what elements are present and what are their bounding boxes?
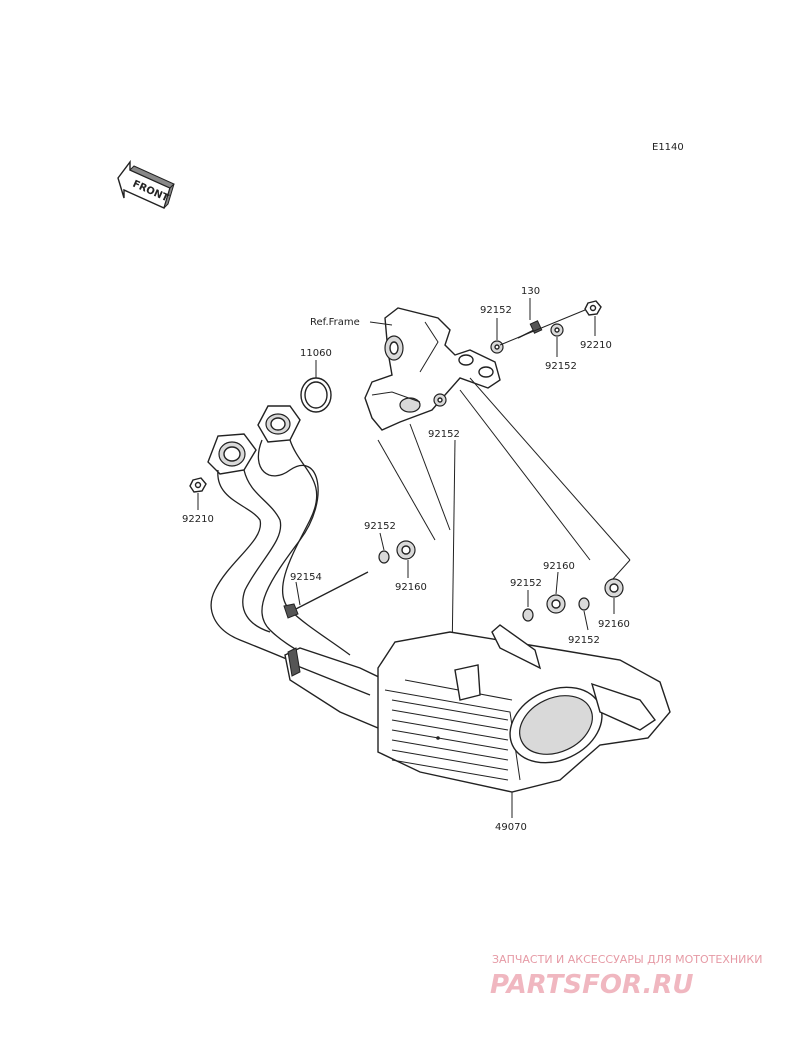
mid-pipe [284,647,386,729]
collar-mid [378,550,390,564]
label-92152-f: 92152 [568,635,600,646]
bolt-axis [499,309,586,346]
frame-bracket [364,307,501,431]
muffler-grille [391,699,509,781]
front-arrow-icon: FRONT [117,159,175,209]
nut-header [189,477,207,493]
label-92152-a: 92152 [480,305,512,316]
collar-low-left [522,608,534,622]
label-92210-b: 92210 [182,514,214,525]
leader-92154 [295,581,301,606]
ref-frame-leader [369,321,393,326]
assembly-guide-lines [377,377,631,661]
label-92152-c: 92152 [428,429,460,440]
collar-top-right [550,323,564,337]
bolt-long [283,571,369,619]
bushing-low-right [604,578,624,598]
label-130: 130 [521,286,540,297]
label-92152-e: 92152 [510,578,542,589]
label-92160-c: 92160 [598,619,630,630]
collar-top-left [490,340,504,354]
header-flange-upper [257,405,301,443]
leader-92160-b [555,571,559,595]
watermark-tagline: ЗАПЧАСТИ И АКСЕССУАРЫ ДЛЯ МОТОТЕХНИКИ [492,953,762,966]
label-92160-b: 92160 [543,561,575,572]
muffler-49070 [377,624,671,793]
nut-top [584,300,602,316]
label-49070: 49070 [495,822,527,833]
diagram-code: E1140 [652,142,684,153]
label-92152-d: 92152 [364,521,396,532]
ref-frame-label: Ref.Frame [310,317,360,328]
leader-92152-f [583,610,589,631]
collar-low-right [578,597,590,611]
label-92154: 92154 [290,572,322,583]
label-11060: 11060 [300,348,332,359]
label-92160-a: 92160 [395,582,427,593]
watermark-brand: PARTSFOR.RU [490,970,693,1000]
header-pipes [210,439,351,681]
bushing-low-left [546,594,566,614]
header-flange-lower [207,433,257,475]
label-92210-a: 92210 [580,340,612,351]
collar-bracket [433,393,447,407]
label-92152-b: 92152 [545,361,577,372]
bushing-mid [396,540,416,560]
leader-92152-d [379,532,385,551]
